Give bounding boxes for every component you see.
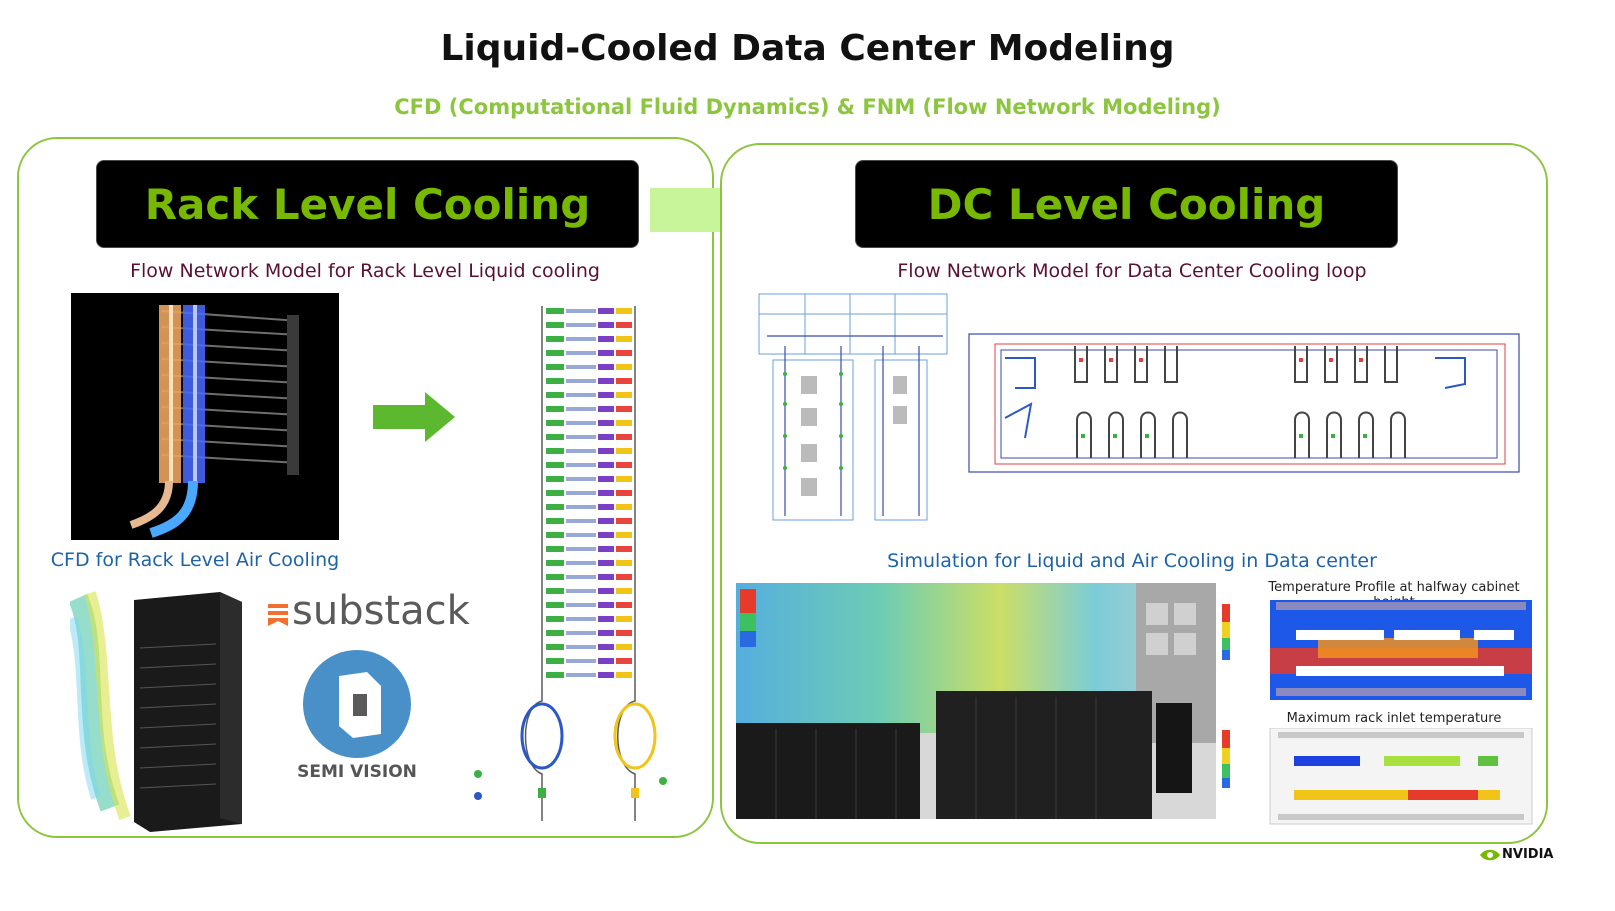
rack-cfd-airflow-render [70,591,242,832]
rack-cold-plate-render [71,293,339,540]
dc-fnm-caption: Flow Network Model for Data Center Cooli… [897,260,1367,282]
dc-level-heading: DC Level Cooling [855,160,1398,248]
nvidia-brand: NVIDIA [1502,847,1554,862]
dc-simulation-caption: Simulation for Liquid and Air Cooling in… [887,550,1377,572]
page-subtitle: CFD (Computational Fluid Dynamics) & FNM… [394,95,1221,119]
substack-logo-icon [268,604,288,626]
nvidia-eye-icon [1480,849,1500,861]
max-inlet-temperature-heatmap [1222,728,1533,825]
temperature-profile-heatmap [1222,600,1532,700]
dc-flow-network-diagram-right [968,333,1520,473]
dc-cfd-simulation-render [736,583,1216,819]
rack-cfd-caption: CFD for Rack Level Air Cooling [50,549,340,571]
semivision-logo-icon [303,650,411,758]
dc-flow-network-diagram-left [758,293,948,521]
max-inlet-temperature-label: Maximum rack inlet temperature [1286,711,1502,726]
arrow-right-icon [373,392,455,442]
page-title: Liquid-Cooled Data Center Modeling [440,28,1175,69]
substack-watermark: substack [292,588,470,634]
rack-flow-network-diagram [474,306,667,821]
rack-fnm-caption: Flow Network Model for Rack Level Liquid… [130,260,600,282]
rack-level-heading: Rack Level Cooling [96,160,639,248]
semivision-watermark: SEMI VISION [297,762,417,782]
